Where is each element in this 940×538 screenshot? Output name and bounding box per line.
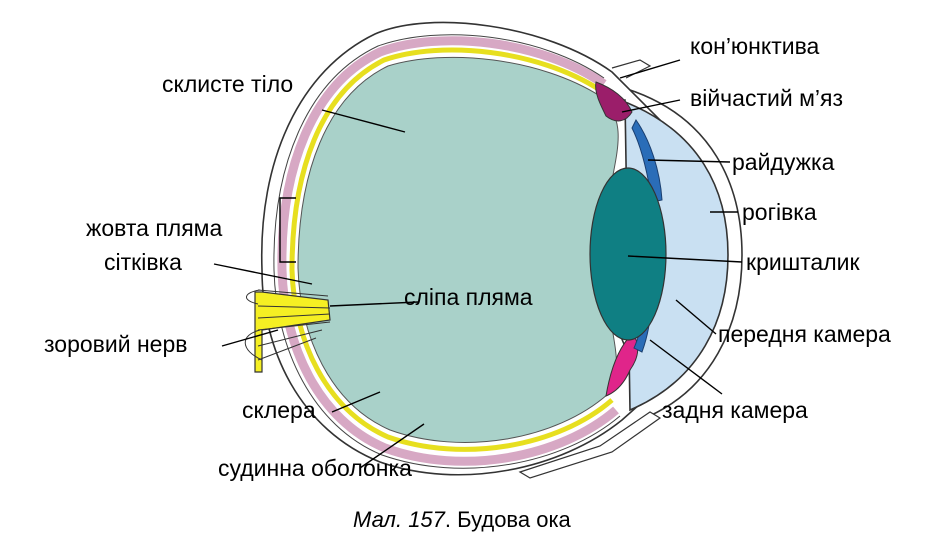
- caption-text: . Будова ока: [445, 507, 572, 532]
- lower-lid-strand: [518, 411, 662, 479]
- leader-lens: [627, 255, 743, 263]
- label-anterior-chamber: передня камера: [718, 321, 891, 347]
- leader-vitreous: [321, 109, 406, 133]
- label-posterior-chamber: задня камера: [662, 397, 808, 423]
- leader-retina: [213, 263, 313, 285]
- cornea-outer-line: [629, 89, 743, 421]
- label-sclera: склера: [242, 397, 316, 423]
- leader-iris: [647, 159, 731, 163]
- label-vitreous: склисте тіло: [162, 71, 293, 97]
- label-retina: сітківка: [104, 249, 182, 275]
- leader-posterior-chamber: [649, 339, 723, 395]
- choroid-shape: [277, 36, 619, 466]
- caption-figure-number: Мал. 157: [353, 507, 446, 532]
- label-lens: кришталик: [746, 249, 860, 275]
- leader-optic-nerve: [221, 329, 279, 347]
- label-cornea: рогівка: [742, 199, 817, 225]
- macula-bracket: [279, 197, 296, 263]
- vitreous-shape: [297, 56, 619, 443]
- label-choroid: судинна оболонка: [218, 455, 412, 481]
- label-optic-nerve: зоровий нерв: [44, 331, 187, 357]
- retina-shape: [289, 47, 614, 452]
- label-ciliary-muscle: війчастий м’яз: [690, 85, 843, 111]
- label-iris: райдужка: [732, 149, 835, 175]
- leader-conjunctiva: [619, 59, 681, 79]
- label-conjunctiva: кон’юнктива: [690, 33, 820, 59]
- lens-shape: [589, 167, 667, 341]
- figure-caption: Мал. 157. Будова ока: [353, 507, 572, 532]
- optic-nerve-shape: [254, 291, 331, 373]
- choroid-edge: [273, 34, 621, 469]
- leader-ciliary: [621, 99, 681, 113]
- leader-anterior-chamber: [675, 299, 717, 335]
- optic-nerve-outer: [244, 289, 263, 361]
- leader-choroid: [359, 423, 425, 469]
- leader-sclera: [331, 391, 381, 413]
- label-blind-spot: сліпа пляма: [404, 284, 533, 310]
- label-macula: жовта пляма: [86, 215, 222, 241]
- optic-nerve-sheath: [257, 289, 331, 361]
- leader-blind-spot: [329, 301, 419, 307]
